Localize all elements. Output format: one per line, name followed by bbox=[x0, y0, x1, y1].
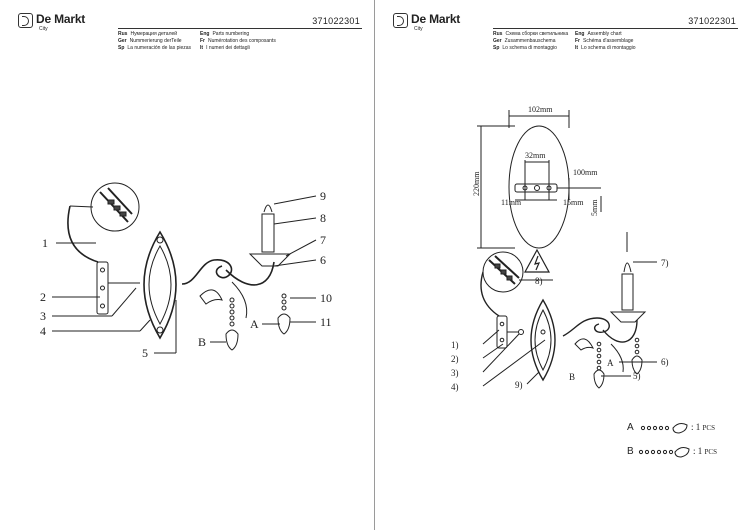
parts-diagram: 1 2 3 4 5 6 7 8 9 10 11 A B bbox=[40, 182, 332, 360]
dim-width: 102mm bbox=[528, 105, 553, 114]
brand-logo-icon bbox=[393, 13, 408, 28]
label-8: 8) bbox=[535, 276, 543, 286]
label-2: 2 bbox=[40, 290, 46, 304]
label-11: 11 bbox=[320, 315, 332, 329]
dim-small: 5mm bbox=[590, 199, 599, 216]
cup bbox=[609, 311, 647, 323]
label-b: B bbox=[198, 335, 206, 349]
label-3: 3 bbox=[40, 309, 46, 323]
mounting-plate bbox=[496, 315, 508, 349]
label-b: B bbox=[569, 372, 575, 382]
backplate bbox=[530, 298, 556, 382]
legend-a-drawing bbox=[640, 423, 688, 434]
brand-logo: De Markt City bbox=[393, 12, 461, 32]
warning-icon bbox=[523, 248, 551, 273]
brand-name: De Markt bbox=[36, 12, 86, 26]
header-divider bbox=[118, 28, 362, 29]
dim-depth: 100mm bbox=[573, 168, 598, 177]
legend-b-drawing bbox=[638, 447, 690, 458]
label-1: 1 bbox=[42, 236, 48, 250]
mounting-plate bbox=[96, 261, 109, 315]
label-3: 3) bbox=[451, 368, 459, 378]
candle bbox=[621, 273, 634, 311]
brand-sub: City bbox=[39, 26, 48, 32]
label-5: 5) bbox=[633, 371, 641, 381]
backplate bbox=[143, 230, 177, 340]
brand-logo: De Markt City bbox=[18, 12, 86, 32]
label-4: 4) bbox=[451, 382, 459, 392]
cup bbox=[248, 253, 292, 267]
arm bbox=[562, 317, 610, 337]
parts-labels: 1 2 3 4 5 6 7 8 9 10 11 A B bbox=[40, 189, 332, 360]
label-9: 9 bbox=[320, 189, 326, 203]
label-6: 6) bbox=[661, 357, 669, 367]
assembly-labels: 1) 2) 3) 4) 5) 6) 7) 8) 9) A B bbox=[451, 258, 669, 392]
candle bbox=[261, 213, 275, 253]
dim-inner: 32mm bbox=[525, 151, 546, 160]
wire bbox=[480, 271, 500, 317]
dimension-labels: 102mm 220mm 32mm 100mm 11mm 15mm 5mm bbox=[472, 105, 599, 216]
crystal-a bbox=[277, 313, 291, 335]
legend-b-letter: B bbox=[627, 446, 634, 457]
label-10: 10 bbox=[320, 291, 332, 305]
label-1: 1) bbox=[451, 340, 459, 350]
crystal-b bbox=[225, 329, 239, 351]
arm bbox=[181, 259, 233, 285]
label-7: 7) bbox=[661, 258, 669, 268]
dim-height: 220mm bbox=[472, 171, 481, 196]
label-a: A bbox=[250, 317, 259, 331]
label-8: 8 bbox=[320, 211, 326, 225]
wire bbox=[67, 205, 99, 263]
crystal-b bbox=[593, 369, 605, 389]
label-7: 7 bbox=[320, 233, 326, 247]
brand-logo-icon bbox=[18, 13, 33, 28]
crystal-a bbox=[631, 355, 643, 375]
article-number: 371022301 bbox=[312, 16, 360, 26]
assembly-diagram: 102mm 220mm 32mm 100mm 11mm 15mm 5mm 1) … bbox=[451, 105, 690, 458]
brand-name: De Markt bbox=[411, 12, 461, 26]
legend-a-qty: : 1 PCS bbox=[691, 422, 715, 432]
brand-sub: City bbox=[414, 26, 423, 32]
label-9: 9) bbox=[515, 380, 523, 390]
legend-a-letter: A bbox=[627, 422, 634, 433]
dim-left: 11mm bbox=[501, 198, 522, 207]
label-4: 4 bbox=[40, 324, 46, 338]
label-6: 6 bbox=[320, 253, 326, 267]
label-2: 2) bbox=[451, 354, 459, 364]
label-5: 5 bbox=[142, 346, 148, 360]
header-divider bbox=[493, 28, 738, 29]
legend-b-qty: : 1 PCS bbox=[693, 446, 717, 456]
label-a: A bbox=[607, 358, 614, 368]
dim-right: 15mm bbox=[563, 198, 584, 207]
article-number: 371022301 bbox=[688, 16, 736, 26]
